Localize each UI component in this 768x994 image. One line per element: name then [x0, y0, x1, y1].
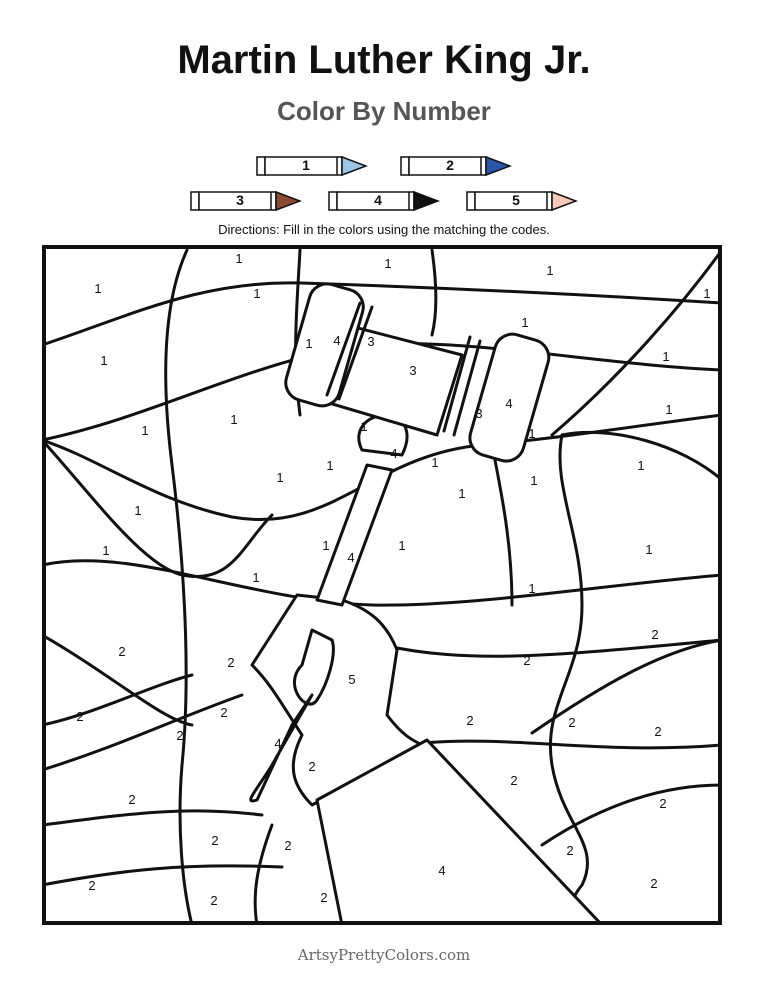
region-label: 1 [253, 286, 260, 301]
coloring-page: 1 1 1 1 1 1 1 1 1 1 1 1 1 1 1 1 1 1 1 1 … [42, 245, 722, 925]
crayon-number: 4 [374, 192, 382, 208]
region-label: 4 [505, 396, 512, 411]
region-label: 1 [102, 543, 109, 558]
crayon-legend-4: 4 [328, 189, 440, 213]
region-label: 2 [566, 843, 573, 858]
region-label: 1 [645, 542, 652, 557]
region-label: 2 [568, 715, 575, 730]
region-label: 1 [665, 402, 672, 417]
region-label: 4 [333, 333, 340, 348]
region-label: 1 [662, 349, 669, 364]
region-label: 2 [308, 759, 315, 774]
region-label: 2 [651, 627, 658, 642]
region-label: 2 [650, 876, 657, 891]
region-label: 1 [322, 538, 329, 553]
region-label: 2 [659, 796, 666, 811]
region-label: 2 [76, 709, 83, 724]
region-label: 1 [235, 251, 242, 266]
region-label: 1 [276, 470, 283, 485]
region-label: 4 [438, 863, 445, 878]
region-label: 2 [510, 773, 517, 788]
region-label: 2 [227, 655, 234, 670]
region-label: 1 [398, 538, 405, 553]
region-label: 2 [654, 724, 661, 739]
region-label: 1 [528, 581, 535, 596]
region-label: 2 [284, 838, 291, 853]
region-label: 2 [466, 713, 473, 728]
site-footer: ArtsyPrettyColors.com [297, 946, 471, 964]
region-label: 5 [348, 672, 355, 687]
region-label: 1 [100, 353, 107, 368]
region-label: 4 [274, 736, 281, 751]
region-label: 1 [384, 256, 391, 271]
region-label: 1 [530, 473, 537, 488]
region-label: 1 [431, 455, 438, 470]
crayon-number: 2 [446, 157, 454, 173]
region-label: 2 [118, 644, 125, 659]
crayon-legend-1: 1 [256, 154, 368, 178]
region-label: 2 [523, 653, 530, 668]
region-label: 1 [637, 458, 644, 473]
region-label: 2 [320, 890, 327, 905]
region-label: 2 [128, 792, 135, 807]
region-label: 2 [210, 893, 217, 908]
region-label: 1 [546, 263, 553, 278]
region-label: 1 [134, 503, 141, 518]
crayon-legend-5: 5 [466, 189, 578, 213]
region-label: 4 [347, 550, 354, 565]
region-label: 3 [409, 363, 416, 378]
crayon-number: 1 [302, 157, 310, 173]
crayon-legend-2: 2 [400, 154, 512, 178]
crayon-number: 5 [512, 192, 520, 208]
region-label: 3 [367, 334, 374, 349]
region-label: 1 [252, 570, 259, 585]
region-label: 1 [326, 458, 333, 473]
region-label: 1 [458, 486, 465, 501]
region-label: 2 [220, 705, 227, 720]
page-subtitle: Color By Number [277, 96, 491, 126]
region-label: 1 [521, 315, 528, 330]
page-title: Martin Luther King Jr. [177, 38, 591, 82]
region-label: 2 [211, 833, 218, 848]
region-label: 1 [703, 286, 710, 301]
region-label: 1 [94, 281, 101, 296]
region-label: 3 [475, 406, 482, 421]
crayon-number: 3 [236, 192, 244, 208]
region-label: 1 [141, 423, 148, 438]
region-label: 1 [360, 419, 367, 434]
region-label: 1 [230, 412, 237, 427]
region-label: 1 [305, 336, 312, 351]
region-label: 1 [528, 426, 535, 441]
crayon-legend-3: 3 [190, 189, 302, 213]
directions-text: Directions: Fill in the colors using the… [218, 222, 550, 237]
region-label: 2 [88, 878, 95, 893]
region-label: 2 [176, 728, 183, 743]
region-label: 4 [390, 446, 397, 461]
